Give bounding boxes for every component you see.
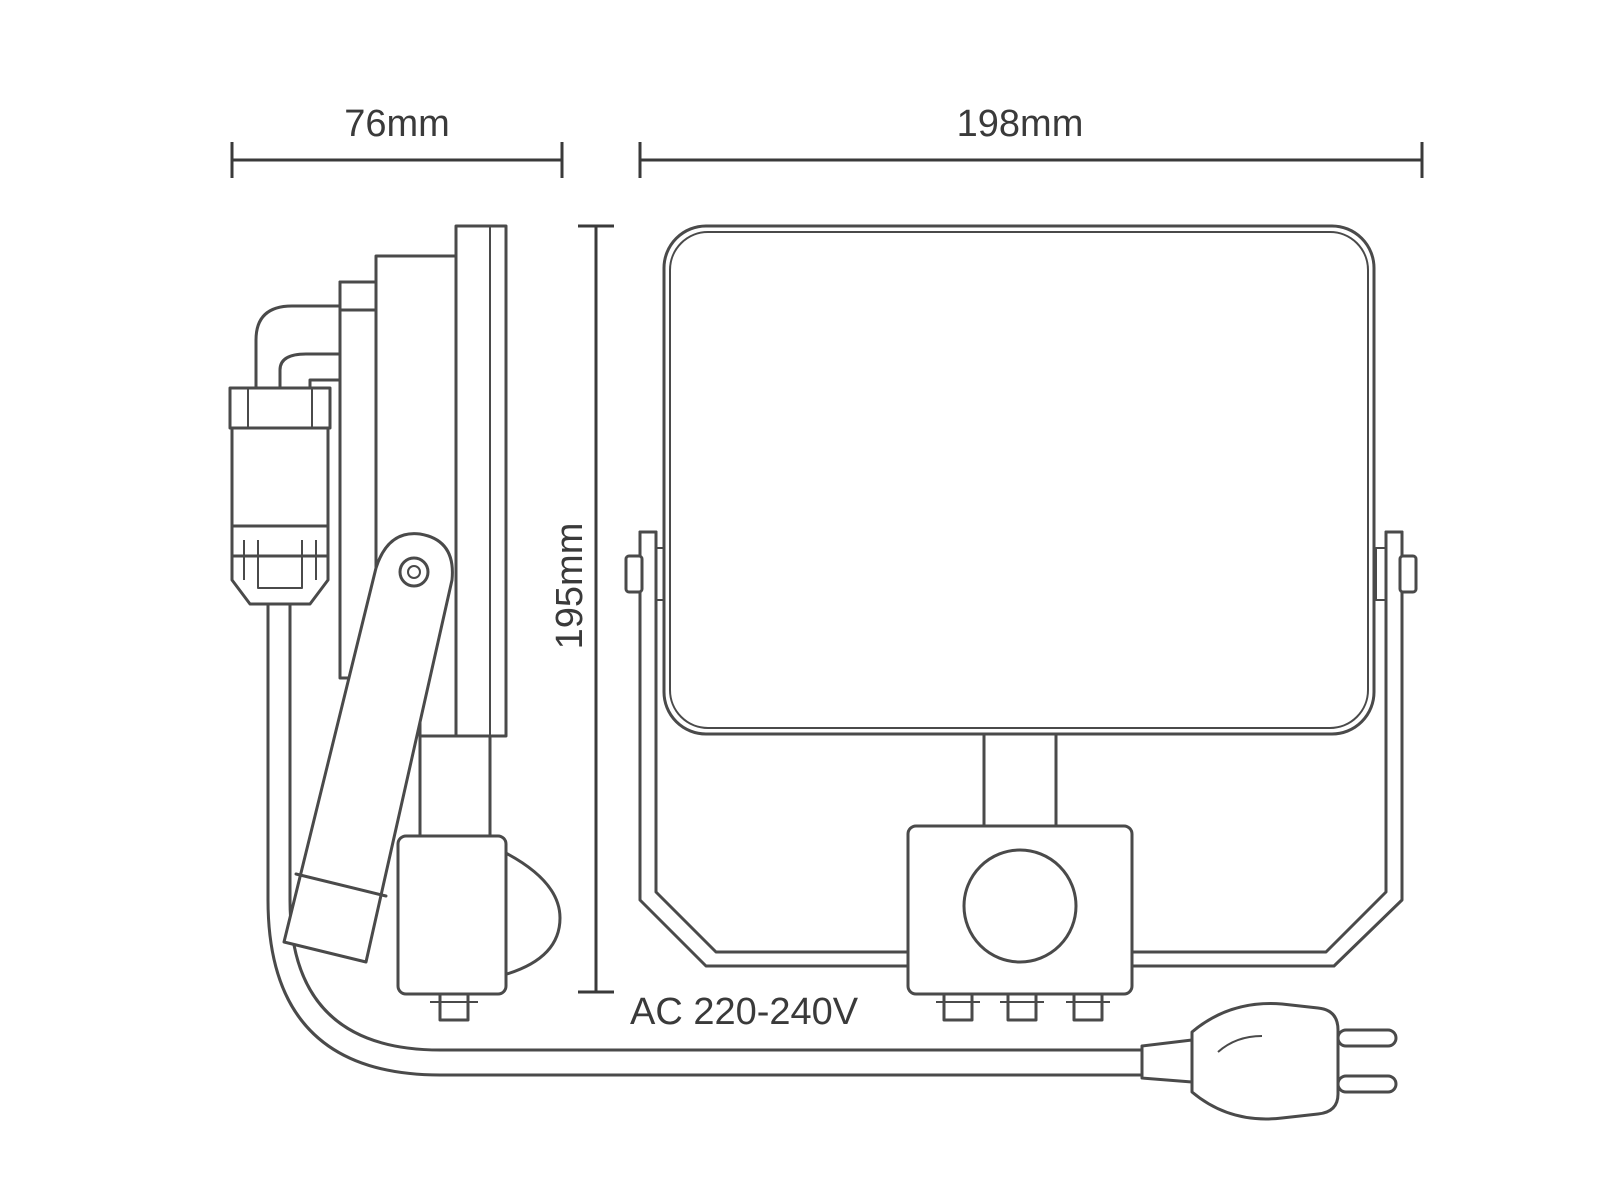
right-bracket-knob — [1398, 554, 1418, 594]
depth-dimension-label: 76mm — [344, 103, 450, 145]
front-view — [624, 224, 1418, 1022]
side-view — [228, 224, 1144, 1077]
sensor-adjustment-screws — [936, 992, 1110, 1022]
sensor-neck — [418, 734, 492, 838]
sensor-head-side — [396, 834, 508, 996]
height-dimension-label: 195mm — [549, 523, 591, 650]
depth-dimension-line — [230, 142, 564, 178]
junction-box — [228, 386, 332, 430]
pir-dome-side — [498, 848, 562, 978]
cable-gland-elbow — [254, 304, 342, 392]
sensor-neck-front — [982, 732, 1058, 828]
power-cable — [266, 600, 1144, 1077]
width-dimension-label: 198mm — [957, 103, 1084, 145]
bracket-pivot-bolt — [398, 556, 430, 588]
front-glass-plate — [454, 224, 508, 738]
left-bracket-knob — [624, 554, 644, 594]
pir-lens — [962, 848, 1078, 964]
width-dimension-line — [638, 142, 1424, 178]
floodlight-panel — [662, 224, 1376, 736]
height-dimension-line — [578, 224, 614, 994]
power-rating-label: AC 220-240V — [630, 991, 859, 1033]
eu-power-plug — [1140, 1002, 1398, 1121]
mounting-bracket-arm — [282, 532, 454, 964]
